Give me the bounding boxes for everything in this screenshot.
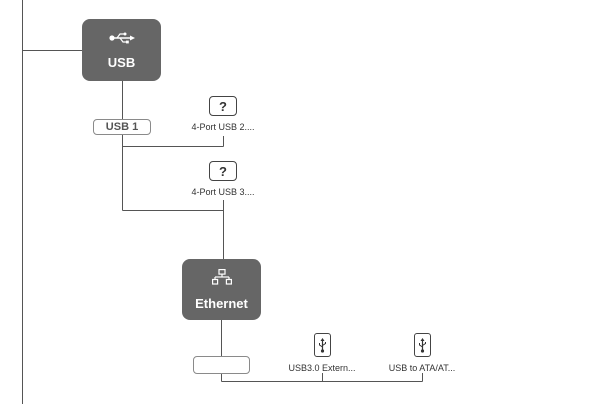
- usb-device-icon: [413, 333, 431, 357]
- device-4port-usb2[interactable]: ? 4-Port USB 2....: [178, 96, 268, 132]
- device-label: USB to ATA/AT...: [388, 363, 456, 373]
- ethernet-node-label: Ethernet: [195, 295, 248, 311]
- usb-icon: [108, 31, 135, 49]
- usb-node-label: USB: [107, 54, 136, 70]
- network-icon: [211, 268, 232, 290]
- device-label: USB3.0 Extern...: [288, 363, 356, 373]
- usb-device-icon: [313, 333, 331, 357]
- usb1-port[interactable]: USB 1: [93, 119, 151, 135]
- ethernet-port[interactable]: [193, 356, 250, 374]
- device-usb3-external[interactable]: USB3.0 Extern...: [277, 333, 367, 373]
- usb-node[interactable]: USB: [82, 19, 161, 81]
- unknown-device-icon: ?: [209, 161, 237, 181]
- unknown-device-icon: ?: [209, 96, 237, 116]
- device-usb-to-ata[interactable]: USB to ATA/AT...: [377, 333, 467, 373]
- ethernet-node[interactable]: Ethernet: [182, 259, 261, 320]
- device-4port-usb3[interactable]: ? 4-Port USB 3....: [178, 161, 268, 197]
- device-label: 4-Port USB 2....: [191, 122, 255, 132]
- device-label: 4-Port USB 3....: [191, 187, 255, 197]
